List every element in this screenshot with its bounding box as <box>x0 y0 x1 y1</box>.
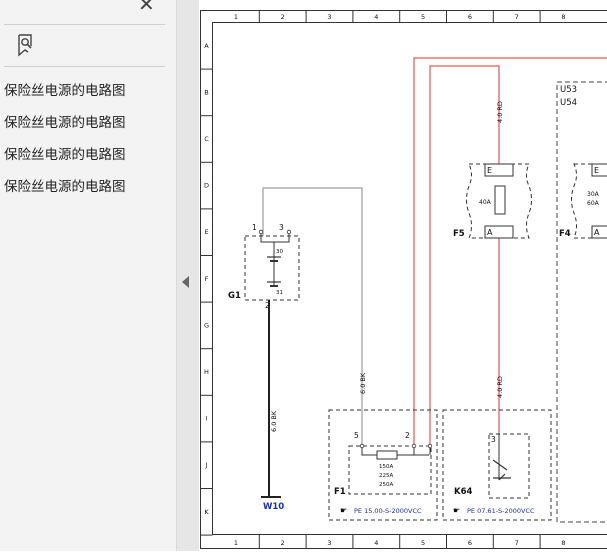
collapse-panel-icon[interactable] <box>182 276 189 288</box>
bookmark-item[interactable]: 保险丝电源的电路图 <box>4 178 126 210</box>
bookmark-search-icon <box>14 33 38 57</box>
frame-column-number: 4 <box>374 539 378 547</box>
w10-label: W10 <box>263 502 284 512</box>
frame-row-letter: G <box>204 321 209 329</box>
frame-column-number: 3 <box>327 539 331 547</box>
k64-relay-symbol <box>493 460 511 480</box>
f1-terminal-2 <box>412 444 416 448</box>
f1-fuse-element <box>377 451 397 459</box>
frame-row-letter: D <box>204 182 209 190</box>
frame-row-letter: B <box>204 88 208 96</box>
u53-label: U53 <box>560 85 577 95</box>
frame-column-number: 4 <box>374 13 378 21</box>
document-viewport[interactable]: 1122334455667788ABCDEFGHIJKL U53 U54 4.0… <box>199 0 607 551</box>
f1-reference-text[interactable]: PE 15.00-S-2000VCC <box>354 507 422 515</box>
frame-row-letter: C <box>204 135 209 143</box>
f1-rating-2: 225A <box>379 473 393 479</box>
k64-pin-3: 3 <box>491 435 496 444</box>
frame-column-number: 6 <box>468 539 472 547</box>
k64-reference-text[interactable]: PE 07.61-S-2000VCC <box>467 507 535 515</box>
f4-pin-e: E <box>594 166 599 175</box>
f1-reference-link[interactable]: ☛ PE 15.00-S-2000VCC <box>340 506 422 515</box>
toolbar-top-divider <box>4 24 165 25</box>
f4-rating-2: 60A <box>587 200 600 207</box>
g1-terminal-3 <box>287 230 291 234</box>
frame-column-number: 3 <box>327 13 331 21</box>
f4-pin-a: A <box>594 228 600 237</box>
g1-label: G1 <box>228 291 241 301</box>
u53-module-box <box>557 82 607 522</box>
frame-column-number: 6 <box>468 13 472 21</box>
outer-frame <box>201 11 607 549</box>
bookmark-search-button[interactable] <box>14 33 38 57</box>
toolbar-bottom-divider <box>4 66 165 67</box>
gray-wire-g1-f1 <box>263 188 362 444</box>
g1-battery-box <box>245 236 299 300</box>
frame-column-number: 2 <box>281 539 285 547</box>
f5-label: F5 <box>453 229 465 239</box>
red-wire-upper-label: 4.0 RD <box>496 101 504 123</box>
k64-label: K64 <box>454 487 473 497</box>
frame-column-number: 7 <box>515 539 519 547</box>
frame-column-number: 8 <box>561 13 565 21</box>
frame-column-number: 2 <box>281 13 285 21</box>
f5-fuse-element <box>495 186 505 214</box>
f1-pin-2: 2 <box>405 431 410 440</box>
frame-column-number: 5 <box>421 539 425 547</box>
k64-reference-icon: ☛ <box>453 506 460 515</box>
frame-row-letter: F <box>205 275 209 283</box>
frame-row-letter: J <box>205 461 208 469</box>
f1-pin-5: 5 <box>354 431 359 440</box>
frame-row-letter: I <box>206 415 208 423</box>
black-wire-mid-label: 6.0 BK <box>359 372 367 394</box>
frame-row-letter: E <box>204 228 208 236</box>
wiring-diagram: 1122334455667788ABCDEFGHIJKL U53 U54 4.0… <box>199 0 607 551</box>
g1-pin-31: 31 <box>276 290 283 296</box>
frame-row-letter: K <box>204 508 209 516</box>
f1-label: F1 <box>334 487 346 497</box>
red-wire-outer <box>414 58 607 450</box>
panel-splitter[interactable] <box>177 0 199 551</box>
frame-column-number: 5 <box>421 13 425 21</box>
f4-label: F4 <box>559 229 571 239</box>
f5-rating: 40A <box>479 199 492 206</box>
f1-reference-icon: ☛ <box>340 506 347 515</box>
frame-column-number: 1 <box>234 13 238 21</box>
g1-pin-3: 3 <box>279 223 284 232</box>
g1-terminal-1 <box>259 230 263 234</box>
close-icon[interactable]: ✕ <box>138 0 155 14</box>
bookmark-item[interactable]: 保险丝电源的电路图 <box>4 146 126 178</box>
f1-rating-1: 150A <box>379 464 393 470</box>
bookmark-item[interactable]: 保险丝电源的电路图 <box>4 82 126 114</box>
red-wire-inner <box>430 66 499 450</box>
black-wire-left-label: 6.0 BK <box>270 410 278 432</box>
f1-terminal-5 <box>360 444 364 448</box>
frame-column-number: 1 <box>234 539 238 547</box>
f1-terminal-2b <box>428 444 432 448</box>
g1-pin-30: 30 <box>276 249 283 255</box>
frame-column-number: 8 <box>561 539 565 547</box>
f5-pin-e: E <box>487 166 492 175</box>
frame-row-letter: A <box>204 42 209 50</box>
k64-outer-box <box>443 410 551 520</box>
frame-column-number: 7 <box>515 13 519 21</box>
k64-reference-link[interactable]: ☛ PE 07.61-S-2000VCC <box>453 506 535 515</box>
frame-row-letter: H <box>204 368 209 376</box>
f1-rating-3: 250A <box>379 482 393 488</box>
f5-pin-a: A <box>487 228 493 237</box>
inner-frame <box>213 23 607 535</box>
f4-rating-1: 30A <box>587 191 600 198</box>
bookmarks-panel: ✕ 保险丝电源的电路图 保险丝电源的电路图 保险丝电源的电路图 保险丝电源的电路… <box>0 0 177 551</box>
bookmark-item[interactable]: 保险丝电源的电路图 <box>4 114 126 146</box>
g1-pin-1: 1 <box>252 223 257 232</box>
red-wire-lower-label: 4.0 RD <box>496 376 504 398</box>
u54-label: U54 <box>560 98 577 108</box>
bookmark-list: 保险丝电源的电路图 保险丝电源的电路图 保险丝电源的电路图 保险丝电源的电路图 <box>4 82 126 210</box>
